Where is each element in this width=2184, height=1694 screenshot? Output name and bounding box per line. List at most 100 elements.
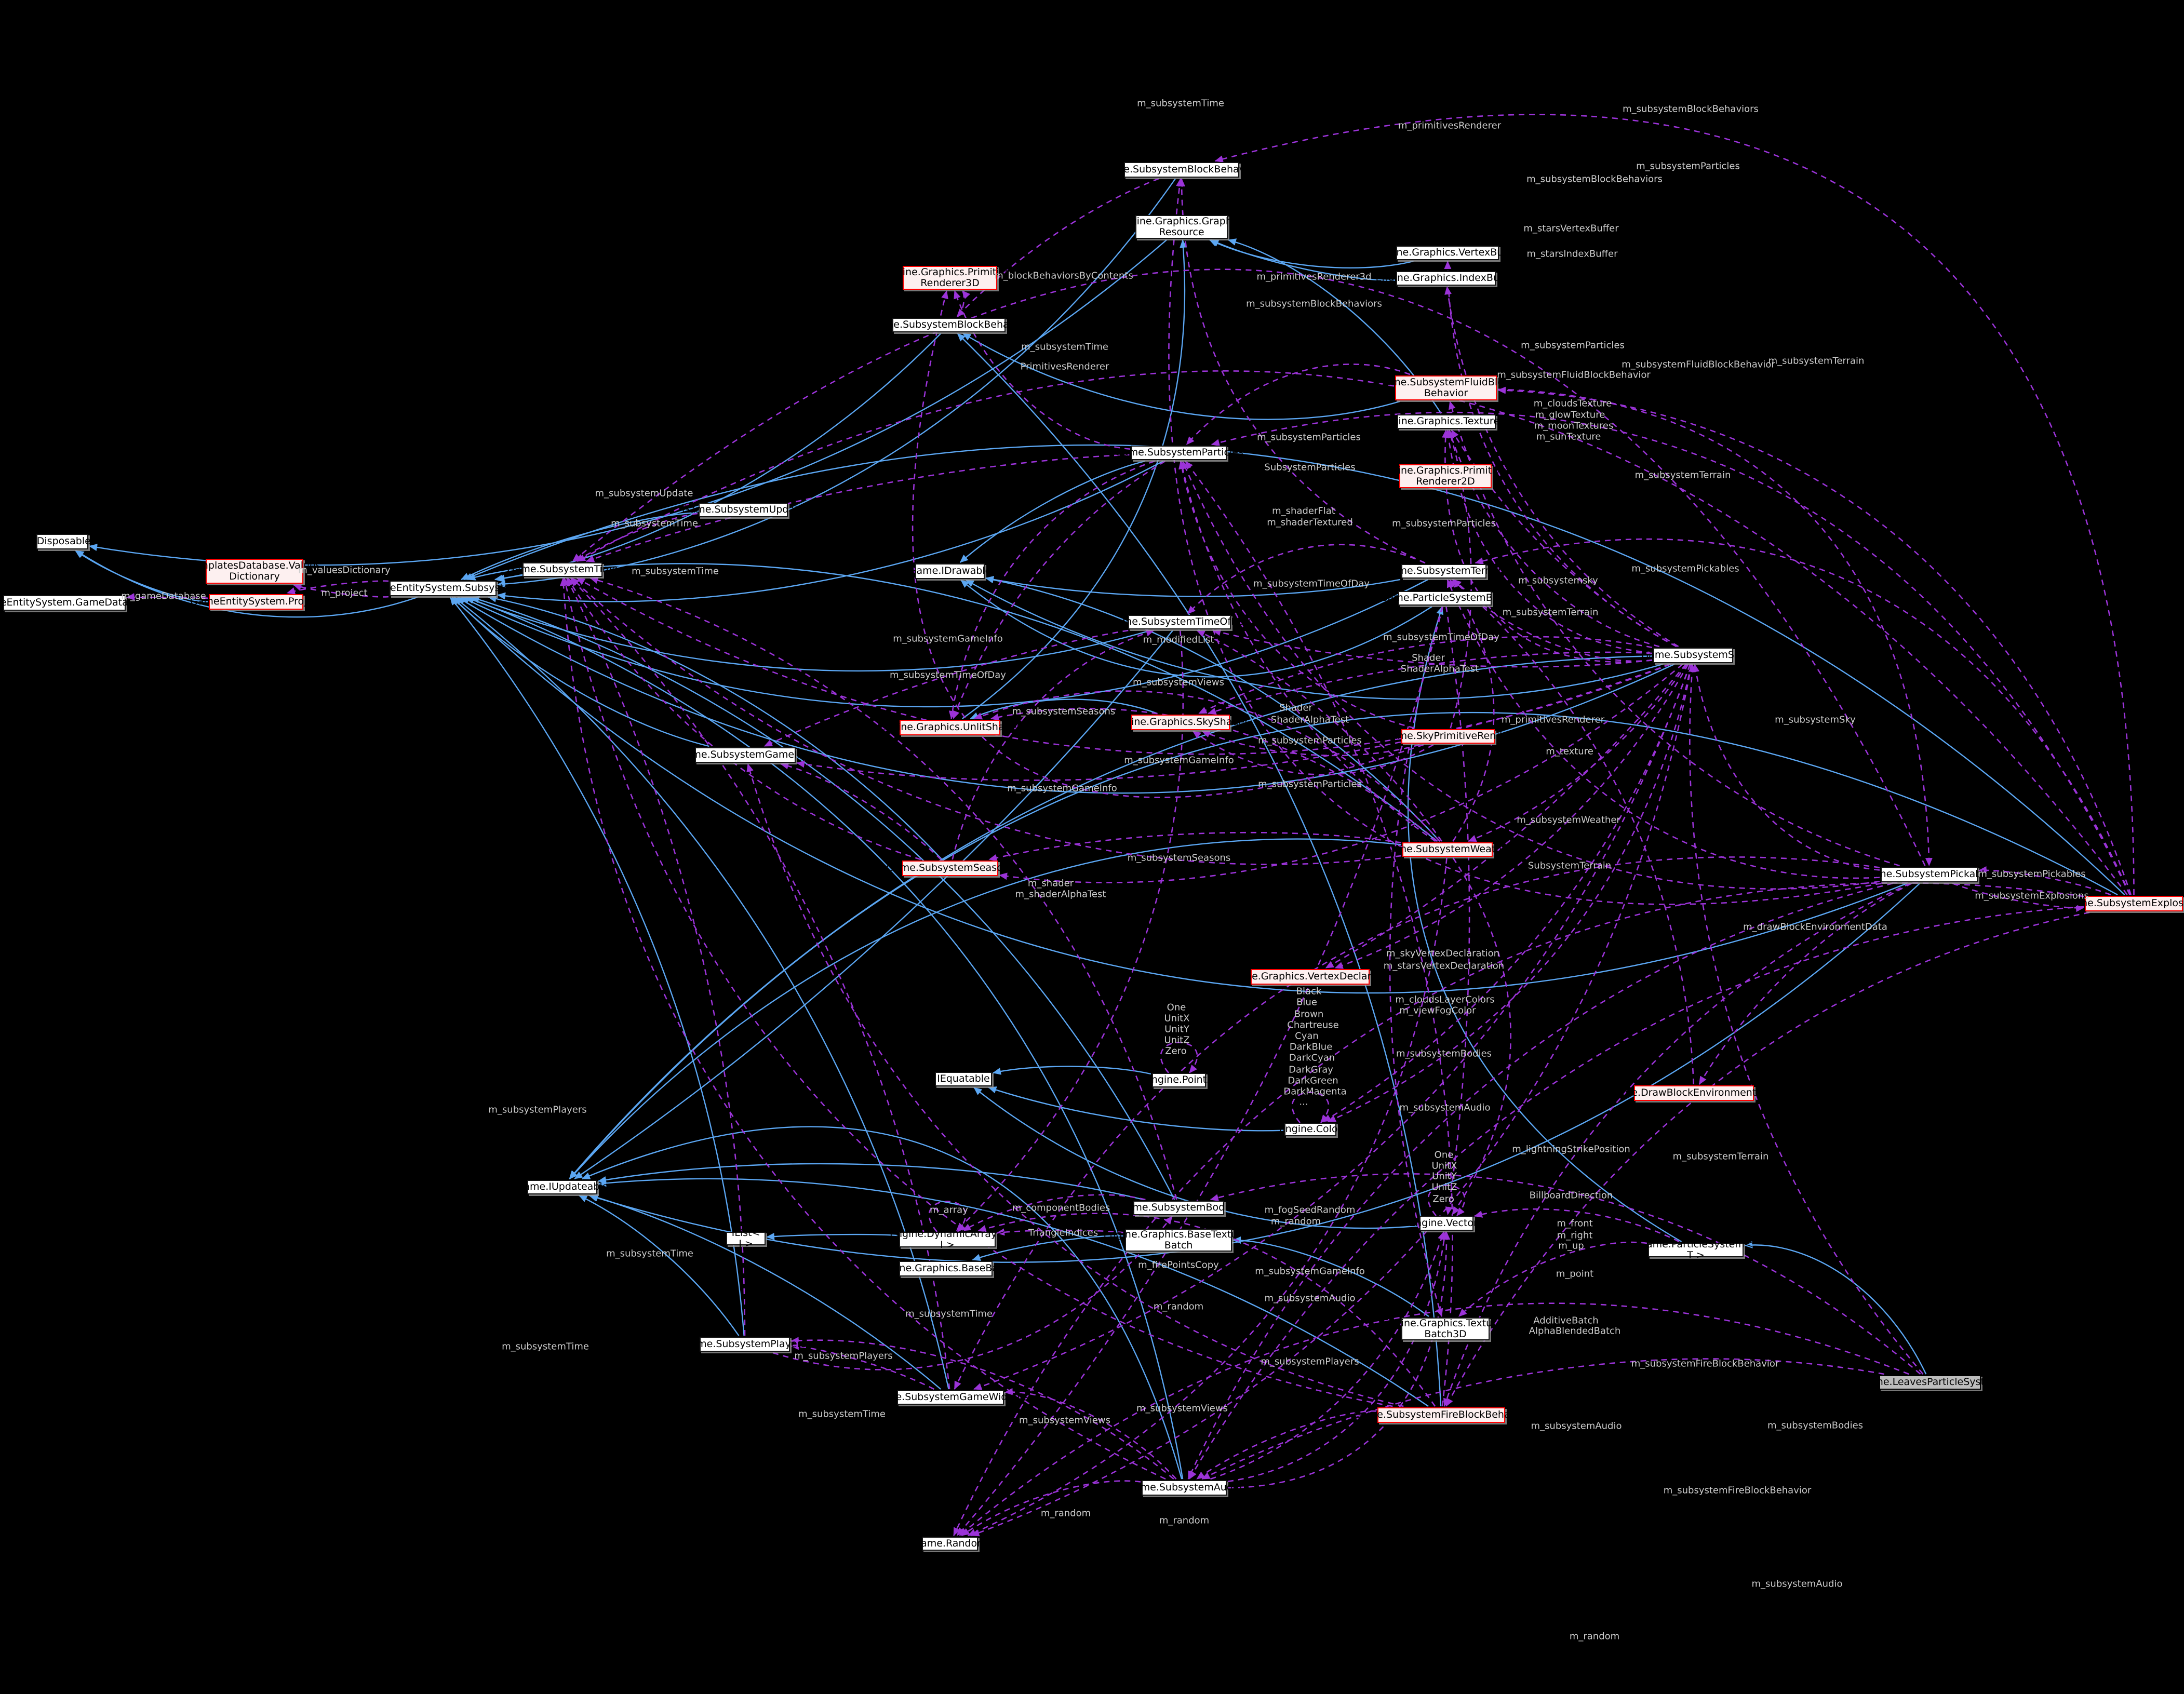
class-node-pt3[interactable]: Engine.Point3 <box>1145 1073 1213 1087</box>
class-node-pr2[interactable]: Engine.Graphics.Primitives Renderer2D <box>1379 464 1512 488</box>
edge-label: m_subsystemPlayers <box>488 1104 587 1115</box>
inheritance-edge <box>471 596 1175 1200</box>
class-node-tdb[interactable]: TemplatesDatabase.Values Dictionary <box>188 559 321 584</box>
class-node-tod[interactable]: Game.SubsystemTimeOfDay <box>1108 615 1251 629</box>
edge-label: m_primitivesRenderer <box>1501 714 1605 725</box>
usage-edge <box>1186 364 1411 445</box>
class-node-sub[interactable]: GameEntitySystem.Subsystem <box>367 581 519 596</box>
class-node-bba[interactable]: Engine.Graphics.BaseBatch <box>878 1261 1014 1276</box>
class-node-btb[interactable]: Engine.Graphics.BaseTextured Batch <box>1103 1228 1254 1252</box>
class-node-psb[interactable]: Game.ParticleSystemBase <box>1380 591 1510 606</box>
usage-edge <box>957 290 971 317</box>
class-node-tim[interactable]: Game.SubsystemTime <box>507 562 618 577</box>
class-node-spr[interactable]: Game.SkyPrimitiveRender <box>1384 729 1512 744</box>
edge-label: UnitZ <box>1431 1181 1457 1193</box>
edge-label: m_subsystemViews <box>1019 1415 1110 1426</box>
edge-label: m_random <box>1159 1515 1210 1526</box>
usage-edge <box>1444 429 1653 653</box>
usage-edge <box>1210 1231 1445 1480</box>
class-node-upd[interactable]: Game.SubsystemUpdate <box>682 503 805 517</box>
edge-label: m_subsystemTime <box>1021 341 1108 353</box>
edge-label: m_subsystemGameInfo <box>1007 783 1117 794</box>
class-node-bbh[interactable]: Game.SubsystemBlockBehavior <box>870 318 1028 332</box>
usage-edge <box>1291 1092 1330 1123</box>
class-node-ils[interactable]: IList< I > <box>726 1227 766 1249</box>
class-node-gin[interactable]: Game.SubsystemGameInfo <box>678 747 813 763</box>
edge-label: m_array <box>930 1204 968 1216</box>
class-node-sky[interactable]: Game.SubsystemSky <box>1641 648 1746 663</box>
inheritance-edge <box>985 576 1441 842</box>
edge-label: m_subsystemUpdate <box>595 488 693 499</box>
edge-label: Zero <box>1432 1193 1454 1205</box>
class-node-idr[interactable]: Game.IDrawable <box>909 563 991 579</box>
usage-edge <box>928 1201 967 1232</box>
usage-edge <box>1201 730 1420 757</box>
class-node-vec[interactable]: Engine.Vector3 <box>1409 1216 1484 1231</box>
class-node-wea[interactable]: Game.SubsystemWeather <box>1383 842 1512 857</box>
class-node-uls[interactable]: Engine.Graphics.UnlitShader <box>879 720 1021 735</box>
usage-edge <box>562 577 1393 1407</box>
class-node-sks[interactable]: Engine.Graphics.SkyShader <box>1113 715 1249 730</box>
class-node-vbu[interactable]: Engine.Graphics.VertexBuffer <box>1375 246 1520 260</box>
usage-edge <box>967 857 1448 1537</box>
edge-label: m_subsystemFluidBlockBehavior <box>1622 359 1775 370</box>
class-node-par[interactable]: Game.SubsystemParticles <box>1115 446 1243 460</box>
edge-label: m_subsystemAudio <box>1751 1578 1843 1590</box>
edge-label: m_cloudsTexture <box>1533 398 1612 409</box>
inheritance-edge <box>497 178 1176 588</box>
class-node-fib[interactable]: Game.SubsystemFireBlockBehavior <box>1354 1407 1529 1423</box>
edge-label: m_subsystemAudio <box>1531 1420 1622 1432</box>
class-node-pla[interactable]: Game.SubsystemPlayers <box>684 1337 806 1352</box>
class-node-ter[interactable]: Game.SubsystemTerrain <box>1384 564 1504 579</box>
class-node-pst[interactable]: Game.ParticleSystem< T > <box>1639 1238 1753 1261</box>
class-node-dis[interactable]: IDisposable <box>34 534 91 549</box>
edge-label: m_lightningStrikePosition <box>1512 1144 1630 1155</box>
inheritance-edge <box>589 1194 941 1390</box>
class-node-pr3[interactable]: Engine.Graphics.Primitives Renderer3D <box>883 266 1016 290</box>
usage-edge <box>953 460 1165 719</box>
edge-label: m_starsVertexDeclaration <box>1383 960 1505 972</box>
edge-label: m_subsystemParticles <box>1521 340 1625 351</box>
edge-label: m_random <box>1569 1631 1620 1642</box>
class-node-aud[interactable]: Game.SubsystemAudio <box>1127 1480 1242 1496</box>
usage-edge <box>973 664 1691 1390</box>
class-node-gre[interactable]: Engine.Graphics.Graphics Resource <box>1118 215 1245 239</box>
class-node-ibu[interactable]: Engine.Graphics.IndexBuffer <box>1375 271 1517 286</box>
edge-label: m_primitivesRenderer <box>1398 120 1502 131</box>
usage-edge <box>1444 261 1677 648</box>
class-node-gwi[interactable]: Game.SubsystemGameWidgets <box>873 1390 1028 1405</box>
class-node-bod[interactable]: Game.SubsystemBodies <box>1119 1201 1239 1215</box>
edge-label: m_subsystemPlayers <box>1261 1356 1359 1367</box>
usage-edge <box>566 577 746 1336</box>
class-node-dyn[interactable]: Engine.DynamicArray< I > <box>889 1228 1006 1251</box>
class-node-dbe[interactable]: Game.DrawBlockEnvironmentData <box>1608 1085 1780 1101</box>
class-node-flb[interactable]: Game.SubsystemFluidBlock Behavior <box>1377 375 1515 400</box>
class-node-tb3[interactable]: Engine.Graphics.Textured Batch3D <box>1382 1317 1509 1340</box>
class-node-pic[interactable]: Game.SubsystemPickables <box>1863 867 1995 882</box>
class-node-ran[interactable]: Game.Random <box>913 1537 987 1551</box>
class-node-iup[interactable]: Game.IUpdateable <box>516 1180 608 1194</box>
inheritance-edge <box>965 579 1663 700</box>
class-node-gdb[interactable]: GameEntitySystem.GameDatabase <box>0 595 152 611</box>
class-node-vde[interactable]: Engine.Graphics.VertexDeclaration <box>1224 969 1396 985</box>
class-node-sea[interactable]: Game.SubsystemSeasons <box>886 861 1014 876</box>
class-node-prj[interactable]: GameEntitySystem.Project <box>190 594 322 610</box>
edge-label: UnitX <box>1431 1160 1457 1172</box>
usage-edge <box>780 762 942 860</box>
usage-edge <box>962 1194 1146 1232</box>
usage-edge <box>570 577 950 1390</box>
edge-label: m_skyVertexDeclaration <box>1386 948 1499 959</box>
class-node-bbs[interactable]: Game.SubsystemBlockBehaviors <box>1100 162 1263 178</box>
class-node-ieq[interactable]: IEquatable <box>935 1072 992 1086</box>
edge-label: m_modifiedList <box>1143 634 1214 646</box>
edge-label: UnitZ <box>1164 1034 1190 1046</box>
usage-edge <box>1952 882 2084 912</box>
usage-edge <box>286 580 389 595</box>
class-node-col[interactable]: Engine.Color <box>1279 1123 1342 1136</box>
class-node-tex[interactable]: Engine.Graphics.Texture2D <box>1379 414 1513 429</box>
class-node-exp[interactable]: Game.SubsystemExplosions <box>2064 896 2184 911</box>
class-node-lea[interactable]: Game.LeavesParticleSystem <box>1860 1375 2000 1390</box>
edge-label: m_subsystemTerrain <box>1672 1151 1769 1162</box>
usage-edge <box>1978 866 2111 896</box>
